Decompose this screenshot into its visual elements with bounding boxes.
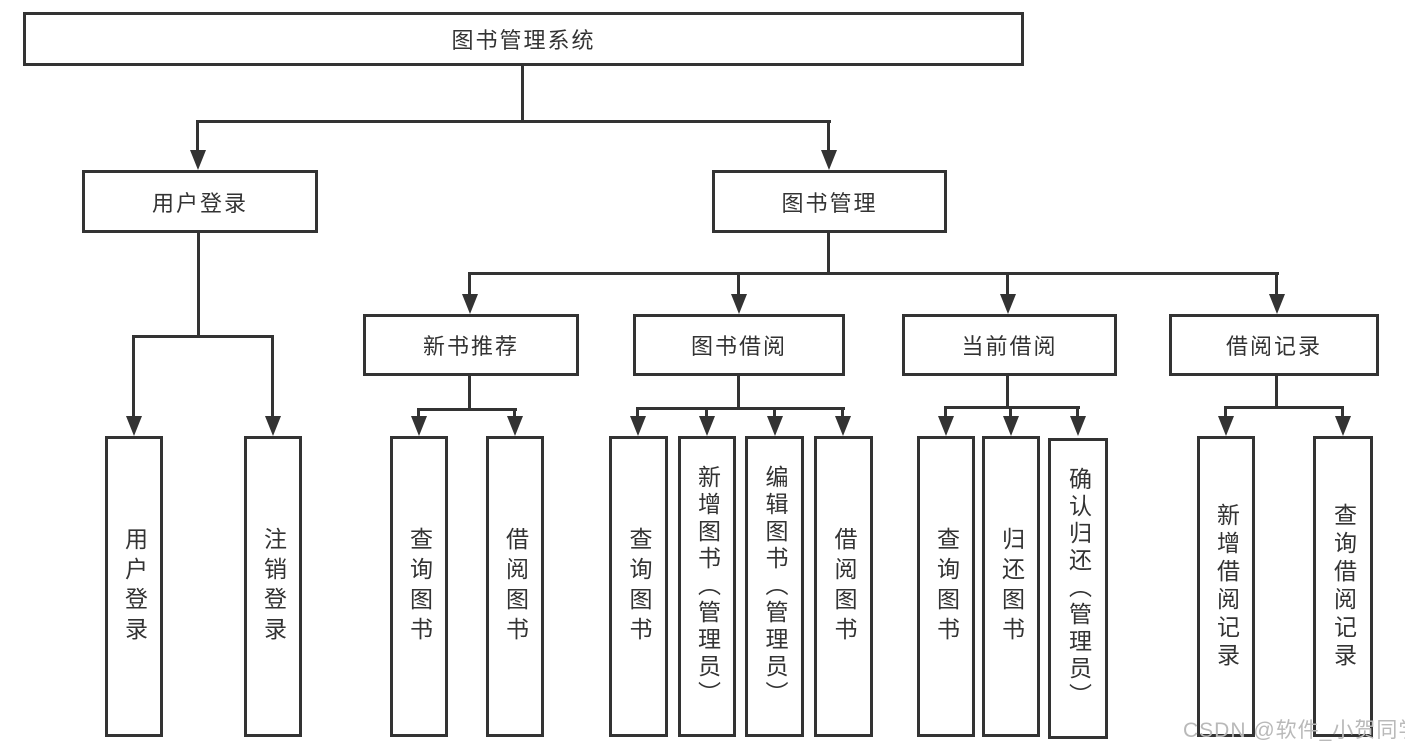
node-book-borrow: 图书借阅 bbox=[633, 314, 845, 376]
leaf-user-login-label: 用户登录 bbox=[121, 526, 148, 647]
arrow-down-icon bbox=[126, 416, 142, 436]
node-book-management: 图书管理 bbox=[712, 170, 947, 233]
arrow-down-icon bbox=[462, 294, 478, 314]
connector-current-drop bbox=[944, 406, 947, 418]
connector-root-right-drop bbox=[827, 120, 830, 152]
node-borrow-record: 借阅记录 bbox=[1169, 314, 1379, 376]
connector-current-branch bbox=[944, 406, 1080, 409]
arrow-down-icon bbox=[699, 416, 715, 436]
leaf-current-return-book-label: 归还图书 bbox=[998, 526, 1025, 647]
node-borrow-record-label: 借阅记录 bbox=[1225, 334, 1322, 359]
arrow-down-icon bbox=[190, 150, 206, 170]
node-root-label: 图书管理系统 bbox=[451, 28, 596, 53]
node-new-book-recommend: 新书推荐 bbox=[363, 314, 579, 376]
connector-newbook-stub bbox=[468, 376, 471, 408]
leaf-record-query-record: 查询借阅记录 bbox=[1313, 436, 1373, 737]
connector-record-drop bbox=[1224, 406, 1227, 418]
leaf-newbook-borrow-book-label: 借阅图书 bbox=[502, 526, 529, 647]
leaf-borrow-query-book: 查询图书 bbox=[609, 436, 668, 737]
arrow-down-icon bbox=[1269, 294, 1285, 314]
connector-book-drop bbox=[737, 272, 740, 296]
leaf-record-add-record: 新增借阅记录 bbox=[1197, 436, 1255, 737]
connector-newbook-drop bbox=[417, 408, 420, 418]
connector-record-stub bbox=[1275, 376, 1278, 406]
leaf-borrow-borrow-book-label: 借阅图书 bbox=[831, 526, 857, 647]
node-user-login-label: 用户登录 bbox=[151, 190, 248, 216]
leaf-newbook-query-book: 查询图书 bbox=[390, 436, 448, 737]
leaf-borrow-borrow-book: 借阅图书 bbox=[814, 436, 873, 737]
leaf-borrow-edit-book-admin: 编辑图书（管理员） bbox=[745, 436, 804, 737]
connector-borrow-stub bbox=[737, 376, 740, 407]
connector-borrow-drop bbox=[841, 407, 844, 418]
arrow-down-icon bbox=[938, 416, 954, 436]
connector-current-stub bbox=[1006, 376, 1009, 406]
connector-user-stub bbox=[197, 233, 200, 335]
arrow-down-icon bbox=[835, 416, 851, 436]
arrow-down-icon bbox=[507, 416, 523, 436]
connector-root-left-drop bbox=[196, 120, 199, 152]
arrow-down-icon bbox=[1000, 294, 1016, 314]
connector-book-drop bbox=[468, 272, 471, 296]
arrow-down-icon bbox=[1218, 416, 1234, 436]
arrow-down-icon bbox=[630, 416, 646, 436]
connector-book-drop bbox=[1006, 272, 1009, 296]
arrow-down-icon bbox=[1335, 416, 1351, 436]
connector-root-branch bbox=[197, 120, 831, 123]
connector-newbook-drop bbox=[513, 408, 516, 418]
leaf-record-query-record-label: 查询借阅记录 bbox=[1330, 502, 1357, 671]
connector-record-drop bbox=[1341, 406, 1344, 418]
connector-root-stub bbox=[521, 66, 524, 120]
connector-newbook-branch bbox=[417, 408, 517, 411]
leaf-current-return-book: 归还图书 bbox=[982, 436, 1040, 737]
leaf-borrow-add-book-admin: 新增图书（管理员） bbox=[678, 436, 736, 737]
connector-user-right-drop bbox=[271, 335, 274, 420]
arrow-down-icon bbox=[265, 416, 281, 436]
leaf-current-confirm-return-admin-label: 确认归还（管理员） bbox=[1065, 467, 1092, 710]
arrow-down-icon bbox=[767, 416, 783, 436]
leaf-borrow-add-book-admin-label: 新增图书（管理员） bbox=[694, 465, 721, 708]
node-new-book-recommend-label: 新书推荐 bbox=[422, 334, 519, 359]
leaf-current-query-book: 查询图书 bbox=[917, 436, 975, 737]
leaf-record-add-record-label: 新增借阅记录 bbox=[1213, 502, 1240, 671]
leaf-borrow-query-book-label: 查询图书 bbox=[626, 526, 652, 647]
node-book-borrow-label: 图书借阅 bbox=[690, 334, 787, 359]
arrow-down-icon bbox=[821, 150, 837, 170]
arrow-down-icon bbox=[731, 294, 747, 314]
leaf-user-login: 用户登录 bbox=[105, 436, 163, 737]
csdn-watermark: CSDN @软件_小贺同学 bbox=[1183, 719, 1405, 742]
connector-current-drop bbox=[1009, 406, 1012, 418]
arrow-down-icon bbox=[411, 416, 427, 436]
connector-user-left-drop bbox=[132, 335, 135, 420]
connector-user-branch bbox=[132, 335, 274, 338]
connector-current-drop bbox=[1076, 406, 1079, 418]
node-book-management-label: 图书管理 bbox=[781, 190, 878, 216]
node-user-login: 用户登录 bbox=[82, 170, 318, 233]
node-current-borrow: 当前借阅 bbox=[902, 314, 1117, 376]
arrow-down-icon bbox=[1070, 416, 1086, 436]
connector-book-drop bbox=[1275, 272, 1278, 296]
leaf-current-confirm-return-admin: 确认归还（管理员） bbox=[1048, 438, 1108, 739]
leaf-current-query-book-label: 查询图书 bbox=[933, 526, 960, 647]
leaf-logout-login-label: 注销登录 bbox=[260, 526, 287, 647]
connector-borrow-drop bbox=[705, 407, 708, 418]
node-root: 图书管理系统 bbox=[23, 12, 1024, 66]
connector-borrow-branch bbox=[636, 407, 845, 410]
connector-book-branch bbox=[469, 272, 1279, 275]
connector-book-stub bbox=[827, 233, 830, 272]
connector-borrow-drop bbox=[636, 407, 639, 418]
node-current-borrow-label: 当前借阅 bbox=[961, 334, 1058, 359]
leaf-logout-login: 注销登录 bbox=[244, 436, 302, 737]
leaf-newbook-query-book-label: 查询图书 bbox=[406, 526, 433, 647]
arrow-down-icon bbox=[1003, 416, 1019, 436]
leaf-newbook-borrow-book: 借阅图书 bbox=[486, 436, 544, 737]
connector-record-branch bbox=[1224, 406, 1344, 409]
leaf-borrow-edit-book-admin-label: 编辑图书（管理员） bbox=[762, 465, 788, 708]
connector-borrow-drop bbox=[773, 407, 776, 418]
